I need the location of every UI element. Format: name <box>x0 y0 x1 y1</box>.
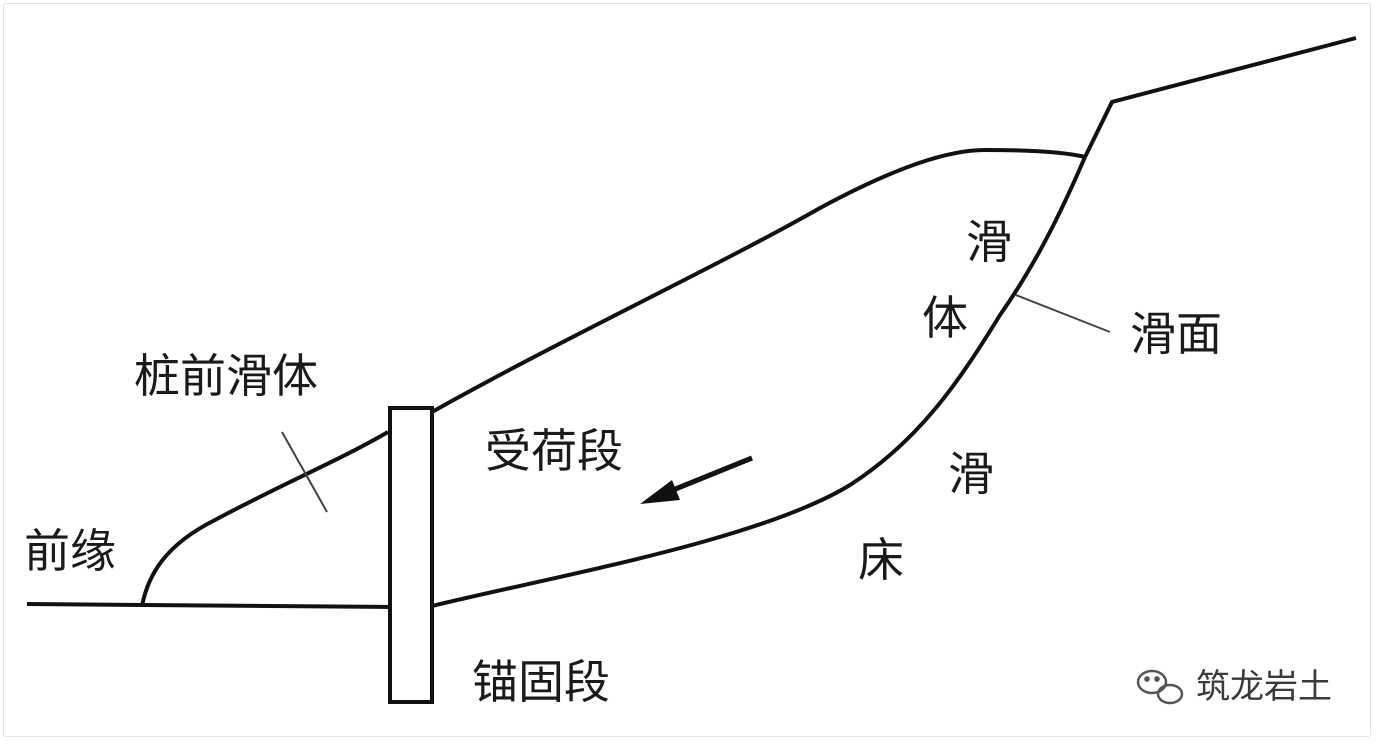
ground-surface <box>140 430 390 607</box>
sliding-surface <box>431 156 1087 608</box>
wechat-icon <box>1136 669 1184 705</box>
label-slide-bed-2: 床 <box>858 533 904 587</box>
sliding-direction-arrow-icon <box>640 455 753 504</box>
watermark: 筑龙岩土 <box>1136 667 1332 707</box>
slope-crest <box>1083 36 1357 158</box>
label-slide-body-2: 体 <box>922 291 968 345</box>
label-front-edge: 前缘 <box>24 524 116 578</box>
label-loaded-section: 受荷段 <box>485 424 623 478</box>
leader-slide-surface <box>1015 294 1111 333</box>
label-anchor-section: 锚固段 <box>472 655 610 709</box>
label-slide-bed-1: 滑 <box>948 447 994 501</box>
diagram-frame <box>3 3 1371 737</box>
label-front-body: 桩前滑体 <box>134 349 318 403</box>
leader-front-body <box>281 431 328 513</box>
label-slide-body-1: 滑 <box>966 215 1012 269</box>
slope-surface <box>431 147 1086 414</box>
label-slide-surface: 滑面 <box>1130 307 1222 361</box>
ground-line-left <box>26 602 391 609</box>
watermark-text: 筑龙岩土 <box>1196 667 1332 707</box>
anti-slide-pile <box>388 406 434 704</box>
